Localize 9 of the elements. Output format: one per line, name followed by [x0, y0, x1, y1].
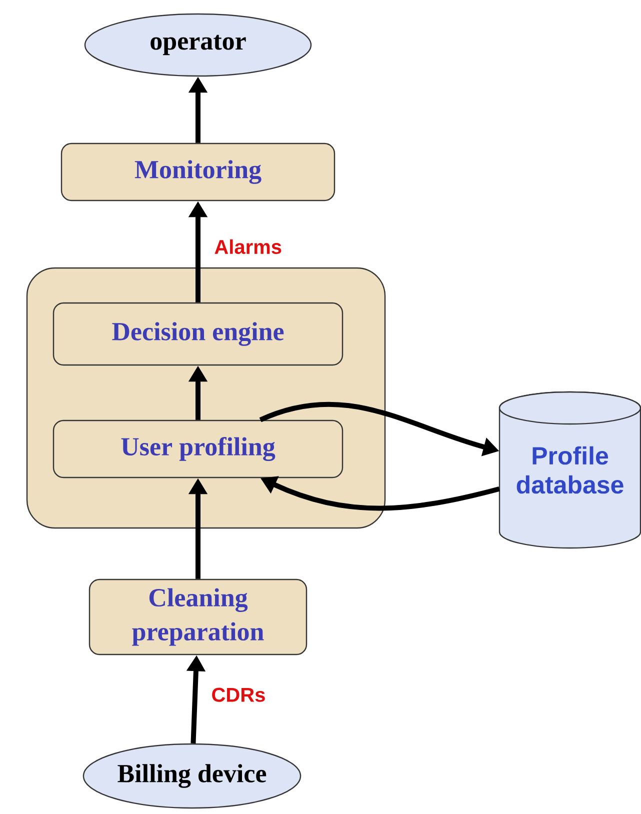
edge-label: CDRs	[209, 686, 268, 704]
process-box: Cleaning preparation	[88, 578, 308, 656]
process-box: User profiling	[52, 420, 344, 478]
database-cylinder: Profile database	[498, 391, 641, 549]
process-box: Decision engine	[52, 302, 344, 366]
ellipse-node: Billing device	[82, 743, 302, 809]
ellipse-node: operator	[84, 13, 312, 77]
edge-label: Alarms	[212, 237, 284, 256]
process-box: Monitoring	[60, 142, 336, 202]
